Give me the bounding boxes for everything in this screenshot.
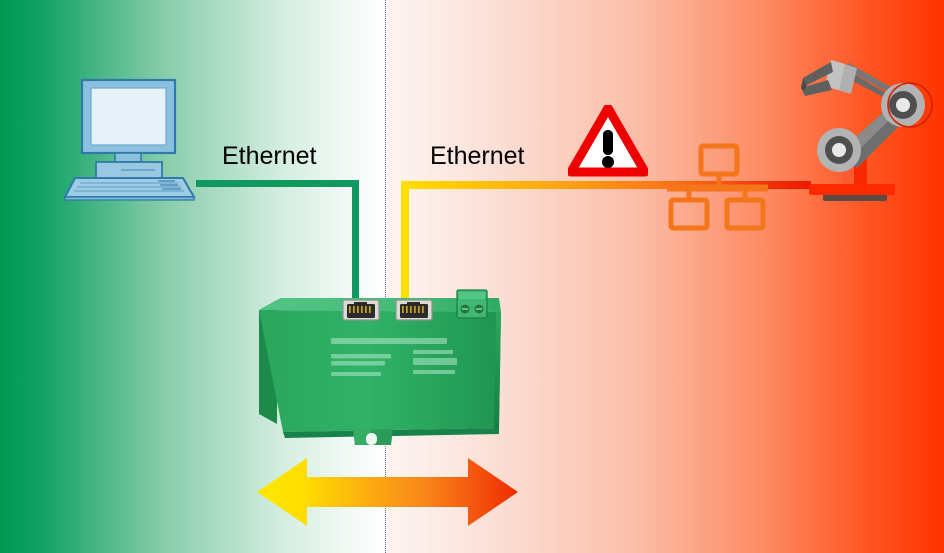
bidirectional-protection-arrow-icon <box>257 458 518 526</box>
rj45-port-untrusted <box>395 299 433 321</box>
network-boundary-divider <box>385 0 386 553</box>
industrial-robot-arm-icon <box>801 60 933 201</box>
network-topology-icon <box>665 143 770 238</box>
desktop-computer-icon <box>63 78 196 201</box>
power-terminal-block <box>456 289 488 319</box>
rj45-port-trusted <box>342 299 380 321</box>
ethernet-label-left: Ethernet <box>222 142 317 170</box>
ethernet-cable-untrusted-horizontal <box>401 181 811 189</box>
office-network-zone <box>0 0 386 553</box>
ethernet-cable-untrusted-vertical <box>401 181 409 305</box>
ethernet-label-right: Ethernet <box>430 142 525 170</box>
ethernet-cable-trusted-horizontal <box>196 180 359 187</box>
bidirectional-protection-arrow <box>255 455 520 535</box>
ethernet-security-module-body <box>259 289 501 445</box>
warning-triangle-icon <box>566 103 650 177</box>
warning-triangle <box>566 103 650 182</box>
industrial-robot-arm <box>795 58 935 208</box>
desktop-computer <box>63 78 203 208</box>
ethernet-cable-trusted-vertical <box>352 180 359 305</box>
network-topology-icon-glyph <box>667 143 768 231</box>
din-rail-clip <box>353 429 393 445</box>
ethernet-security-module <box>253 282 518 452</box>
